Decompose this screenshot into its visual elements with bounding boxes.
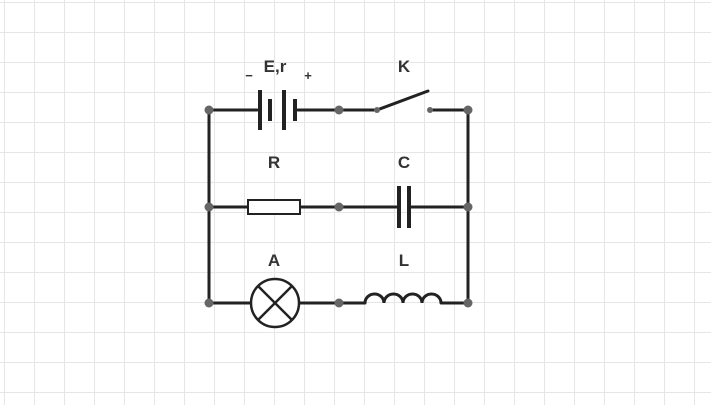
junction-nodes [204, 105, 473, 308]
capacitor-symbol [397, 186, 411, 228]
battery-positive-sign: + [304, 68, 312, 83]
resistor-symbol [247, 199, 301, 215]
resistor-label: R [268, 153, 280, 172]
battery-negative-sign: − [245, 68, 253, 83]
switch-contact [374, 107, 380, 113]
node [334, 202, 344, 212]
node [334, 105, 344, 115]
node [463, 105, 473, 115]
lamp-cross-2 [257, 285, 293, 321]
inductor-label: L [399, 251, 409, 270]
capacitor-label: C [398, 153, 410, 172]
lamp-symbol [249, 277, 301, 329]
battery-label: E,r [264, 57, 287, 76]
node [204, 298, 214, 308]
node [204, 202, 214, 212]
switch-label: K [398, 57, 411, 76]
node [463, 298, 473, 308]
inductor-symbol [363, 292, 443, 304]
node [334, 298, 344, 308]
switch-blade [375, 89, 430, 112]
node [463, 202, 473, 212]
node [204, 105, 214, 115]
switch-symbol [375, 89, 430, 112]
switch-contact [427, 107, 433, 113]
wires [207, 108, 470, 305]
lamp-label: A [268, 251, 280, 270]
battery-symbol [258, 90, 297, 130]
